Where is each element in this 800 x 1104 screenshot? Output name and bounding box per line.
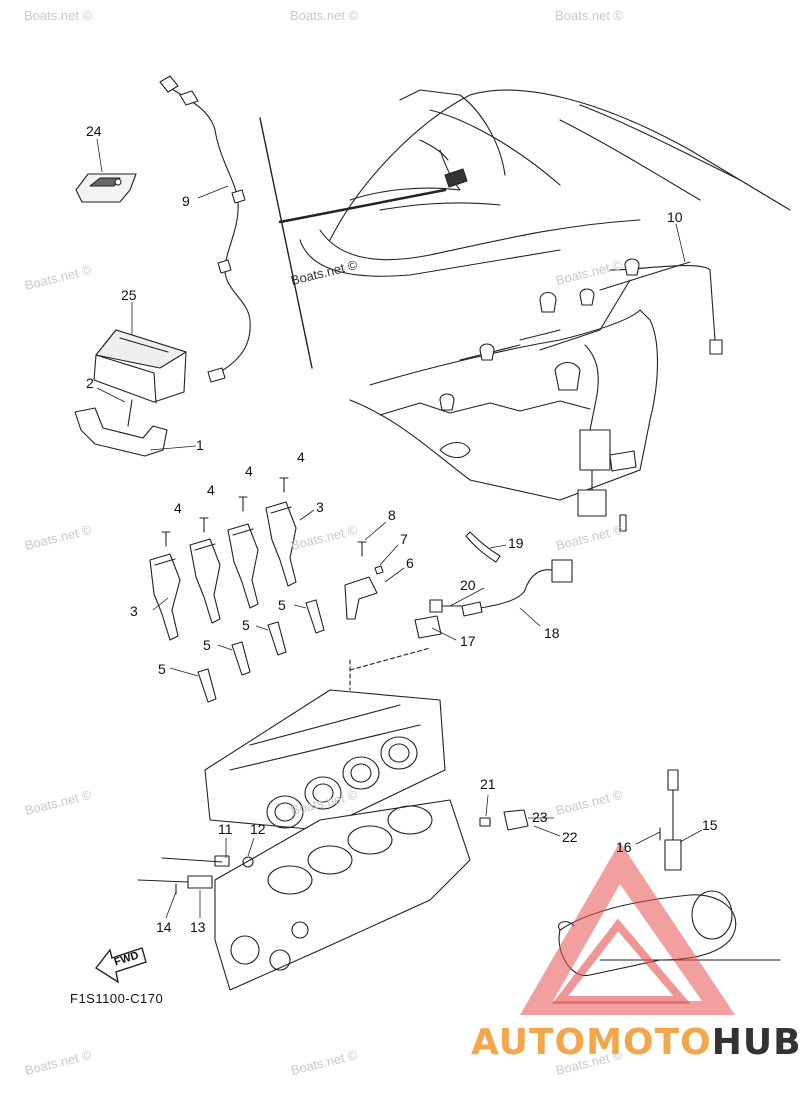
callout-5: 5 bbox=[158, 661, 166, 677]
watercraft-outline bbox=[299, 89, 791, 277]
callout-21: 21 bbox=[480, 776, 496, 792]
callout-6: 6 bbox=[406, 555, 414, 571]
callout-23: 23 bbox=[532, 809, 548, 825]
part-15-sensor bbox=[659, 769, 682, 871]
callout-10: 10 bbox=[667, 209, 683, 225]
callout-9: 9 bbox=[182, 193, 190, 209]
part-4-bolts bbox=[161, 477, 289, 547]
watermark: Boats.net © bbox=[290, 8, 359, 23]
callout-4: 4 bbox=[245, 463, 253, 479]
callout-14: 14 bbox=[156, 919, 172, 935]
callout-4: 4 bbox=[174, 500, 182, 516]
callout-4: 4 bbox=[207, 482, 215, 498]
brand-wordmark-part2: HUB bbox=[711, 1022, 800, 1063]
callout-13: 13 bbox=[190, 919, 206, 935]
cylinder-head bbox=[204, 689, 446, 831]
callout-11: 11 bbox=[218, 821, 233, 837]
part-5-plugs bbox=[197, 599, 325, 703]
brand-wordmark: AUTOMOTOHUB bbox=[471, 1022, 800, 1063]
diagram-code: F1S1100-C170 bbox=[70, 991, 164, 1006]
callout-5: 5 bbox=[278, 597, 286, 613]
callout-4: 4 bbox=[297, 449, 305, 465]
separator-line bbox=[259, 117, 313, 369]
callout-15: 15 bbox=[702, 817, 718, 833]
callout-1: 1 bbox=[196, 437, 204, 453]
callout-8: 8 bbox=[388, 507, 396, 523]
part-23-sensor bbox=[479, 809, 529, 831]
fwd-arrow-icon bbox=[94, 947, 147, 984]
callout-19: 19 bbox=[508, 535, 524, 551]
brand-logo-triangle bbox=[520, 842, 735, 1015]
watermark: Boats.net © bbox=[24, 8, 93, 23]
callout-3: 3 bbox=[316, 499, 324, 515]
callout-24: 24 bbox=[86, 123, 102, 139]
callout-25: 25 bbox=[121, 287, 137, 303]
cylinder-block bbox=[214, 799, 471, 991]
callout-5: 5 bbox=[203, 637, 211, 653]
dashed-link bbox=[349, 647, 431, 691]
callout-12: 12 bbox=[250, 821, 266, 837]
callout-22: 22 bbox=[562, 829, 578, 845]
callout-7: 7 bbox=[400, 531, 408, 547]
watermark: Boats.net © bbox=[555, 8, 624, 23]
callout-5: 5 bbox=[242, 617, 250, 633]
callout-20: 20 bbox=[460, 577, 476, 593]
callout-16: 16 bbox=[616, 839, 632, 855]
part-6-sensor bbox=[344, 541, 384, 620]
callout-link-line bbox=[278, 188, 447, 224]
leader-lines bbox=[96, 138, 703, 919]
callout-17: 17 bbox=[460, 633, 476, 649]
part-3-coils bbox=[149, 501, 297, 641]
part-2-pin bbox=[127, 399, 133, 427]
callout-18: 18 bbox=[544, 625, 560, 641]
callout-3: 3 bbox=[130, 603, 138, 619]
part-13-sensor bbox=[137, 875, 213, 895]
part-9-harness bbox=[159, 75, 251, 383]
part-19-clip bbox=[465, 531, 501, 563]
part-17-sensor bbox=[414, 599, 463, 639]
callout-2: 2 bbox=[86, 375, 94, 391]
part-18-sensor bbox=[461, 559, 573, 617]
brand-wordmark-part1: AUTOMOTO bbox=[471, 1022, 712, 1063]
part-10-harness bbox=[349, 258, 723, 532]
part-25-box bbox=[93, 329, 187, 404]
part-11-sensor bbox=[161, 855, 254, 868]
part-24-cover bbox=[75, 173, 137, 203]
part-1-bracket bbox=[74, 407, 168, 457]
